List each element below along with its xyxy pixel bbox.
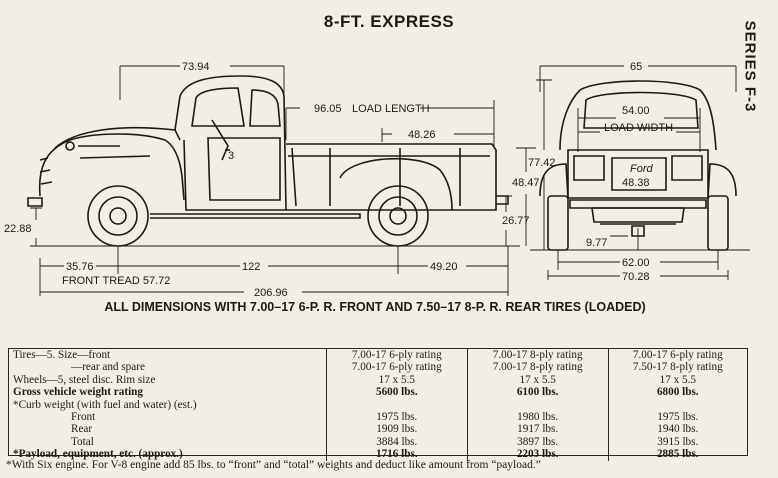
spec-row-value <box>466 398 609 412</box>
spec-row-value: 3897 lbs. <box>466 435 609 449</box>
dim-load-length-label: LOAD LENGTH <box>352 103 430 115</box>
spec-row-value: 7.00-17 6-ply rating <box>325 361 468 374</box>
dim-ground-clearance: 22.88 <box>4 223 32 235</box>
truck-dimension-drawing: 73.94 96.05 LOAD LENGTH 48.26 3 22.88 35… <box>4 61 750 299</box>
spec-row-value: 17 x 5.5 <box>325 373 468 387</box>
dim-overall-height: 77.42 <box>528 157 556 169</box>
spec-row: Gross vehicle weight rating 5600 lbs.6100… <box>9 386 747 399</box>
spec-row-value: 7.50-17 8-ply rating <box>607 361 747 374</box>
dim-overall-width: 70.28 <box>622 271 650 283</box>
spec-row: Total 3884 lbs.3897 lbs.3915 lbs. <box>9 435 747 449</box>
truck-side-view <box>27 75 520 247</box>
page-title: 8-FT. EXPRESS <box>323 12 455 31</box>
spec-row: Rear 1909 lbs.1917 lbs.1940 lbs. <box>9 423 747 436</box>
dim-overall-length: 206.96 <box>254 287 288 299</box>
spec-row-value: 3915 lbs. <box>607 435 747 449</box>
dimension-caption: ALL DIMENSIONS WITH 7.00–17 6-P. R. FRON… <box>104 300 646 314</box>
dim-load-width-value: 54.00 <box>622 105 650 117</box>
spec-row-value: 1909 lbs. <box>325 423 468 436</box>
spec-row-label: *Curb weight (with fuel and water) (est.… <box>13 398 197 411</box>
spec-row-value: 2203 lbs. <box>466 448 609 461</box>
spec-row-value: 5600 lbs. <box>325 386 468 399</box>
dim-overall-width-top: 65 <box>630 61 642 73</box>
dim-body-height: 48.47 <box>512 177 540 189</box>
dim-load-width-label: LOAD WIDTH <box>604 122 673 134</box>
spec-row-label: Wheels—5, steel disc. Rim size <box>13 373 156 386</box>
spec-row-value <box>607 398 747 412</box>
spec-row-value: 17 x 5.5 <box>607 373 747 387</box>
spec-row-value: 1917 lbs. <box>466 423 609 436</box>
dim-tailgate-width: 48.38 <box>622 177 650 189</box>
spec-row-label: Total <box>71 435 94 448</box>
spec-row-value: 7.00-17 6-ply rating <box>325 349 468 362</box>
spec-row-value: 7.00-17 8-ply rating <box>466 349 609 362</box>
spec-row-label: Gross vehicle weight rating <box>13 386 143 399</box>
spec-row-label: *Payload, equipment, etc. (approx.) <box>13 448 183 461</box>
spec-row-value <box>325 398 468 412</box>
spec-row-label: Front <box>71 411 96 424</box>
footnote: *With Six engine. For V-8 engine add 85 … <box>6 459 541 471</box>
cab-marker: 3 <box>228 150 234 162</box>
spec-row-value: 1975 lbs. <box>607 411 747 424</box>
dim-load-length-value: 96.05 <box>314 103 342 115</box>
spec-row-value: 1980 lbs. <box>466 411 609 424</box>
brand-script: Ford <box>630 163 654 175</box>
dim-rear-tread: 62.00 <box>622 257 650 269</box>
spec-row-value: 17 x 5.5 <box>466 373 609 387</box>
spec-row-value: 1975 lbs. <box>325 411 468 424</box>
spec-row: *Payload, equipment, etc. (approx.) 1716 … <box>9 448 747 461</box>
spec-row: *Curb weight (with fuel and water) (est.… <box>9 398 747 412</box>
spec-row-value: 6100 lbs. <box>466 386 609 399</box>
spec-row-value: 2885 lbs. <box>607 448 747 461</box>
spec-row-value: 1716 lbs. <box>325 448 468 461</box>
spec-row-value: 7.00-17 6-ply rating <box>607 349 747 362</box>
spec-row-label: —rear and spare <box>71 361 145 374</box>
spec-row-value: 3884 lbs. <box>325 435 468 449</box>
spec-row-value: 1940 lbs. <box>607 423 747 436</box>
dim-floor-height: 26.77 <box>502 215 530 227</box>
spec-row: Front 1975 lbs.1980 lbs.1975 lbs. <box>9 411 747 424</box>
dim-axle-clearance: 9.77 <box>586 237 607 249</box>
dim-front-overhang: 35.76 <box>66 261 94 273</box>
dim-inside-width: 48.26 <box>408 129 436 141</box>
dim-wheelbase: 122 <box>242 261 260 273</box>
spec-row-label: Rear <box>71 423 93 436</box>
dim-front-tread: FRONT TREAD 57.72 <box>62 275 170 287</box>
spec-row-value: 6800 lbs. <box>607 386 747 399</box>
truck-rear-view <box>530 80 750 251</box>
dim-cab-length: 73.94 <box>182 61 210 73</box>
spec-row-value: 7.00-17 8-ply rating <box>466 361 609 374</box>
spec-row-label: Tires—5. Size—front <box>13 349 111 361</box>
dim-rear-overhang: 49.20 <box>430 261 458 273</box>
